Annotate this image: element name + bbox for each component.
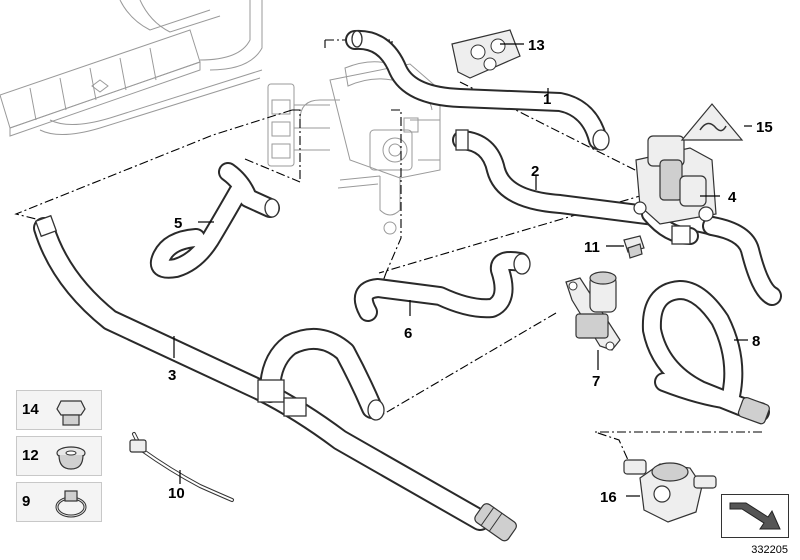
hose-8: [641, 280, 770, 425]
cable-tie-icon: [129, 432, 234, 502]
callout-9: 9: [22, 493, 31, 510]
callout-13: 13: [528, 37, 545, 54]
callout-labels: 1 2 3 4 5 6 7 8 10 11 13 15 16: [168, 37, 773, 506]
callout-15: 15: [756, 119, 773, 136]
callout-16: 16: [600, 489, 617, 506]
auxiliary-pump-icon: [565, 271, 621, 351]
callout-2: 2: [531, 163, 539, 180]
callout-10: 10: [168, 485, 185, 502]
hose-clamp-icon: [55, 490, 87, 518]
key-item-9: 9: [16, 482, 102, 522]
callout-11: 11: [584, 239, 600, 256]
leader-lines: [44, 43, 752, 501]
nut-icon: [56, 400, 86, 426]
callout-14: 14: [22, 401, 39, 418]
grommet-icon: [56, 446, 86, 470]
callout-7: 7: [592, 373, 600, 390]
hose-1: [345, 29, 610, 151]
water-valve-icon: [633, 135, 717, 225]
hose-6: [353, 251, 531, 322]
holder-icon: [451, 29, 521, 79]
arrow-icon: [729, 502, 781, 530]
hose-2: [452, 129, 782, 306]
callout-6: 6: [404, 325, 412, 342]
hose-3: [33, 214, 517, 542]
callout-12: 12: [22, 447, 39, 464]
reference-number: 332205: [751, 544, 788, 556]
heater-core-icon: [0, 0, 340, 167]
clip-icon: [623, 235, 645, 259]
key-item-14: 14: [16, 390, 102, 430]
callout-1: 1: [543, 91, 551, 108]
key-item-12: 12: [16, 436, 102, 476]
callout-3: 3: [168, 367, 176, 384]
callout-5: 5: [174, 215, 182, 232]
electric-water-pump-icon: [623, 459, 717, 523]
hose-5: [149, 162, 280, 279]
navigation-arrow-button[interactable]: [721, 494, 789, 538]
relation-lines: [14, 39, 762, 461]
warning-label-icon: [680, 103, 744, 141]
callout-4: 4: [728, 189, 737, 206]
callout-8: 8: [752, 333, 760, 350]
